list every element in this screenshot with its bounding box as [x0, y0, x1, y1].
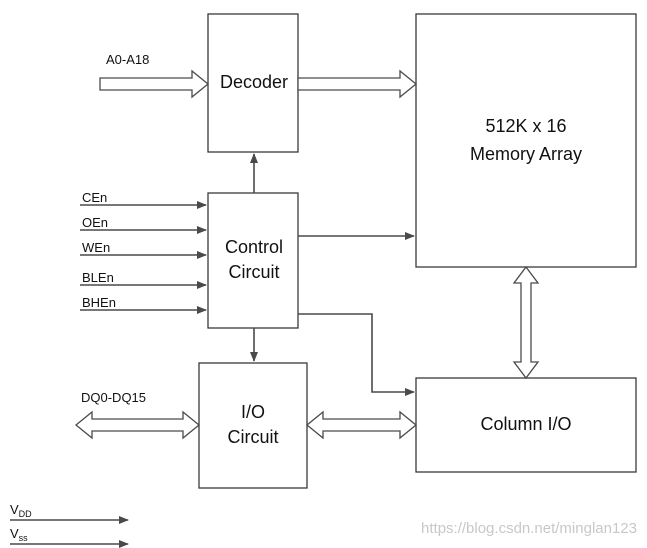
oen-label: OEn	[82, 215, 108, 230]
array-column-io-bidirectional-bus	[512, 265, 540, 380]
io-circuit-label-line2: Circuit	[227, 427, 278, 447]
memory-array-label-line2: Memory Array	[470, 144, 582, 164]
control-circuit-block	[207, 192, 299, 329]
memory-array-label-line1: 512K x 16	[485, 116, 566, 136]
decoder-block	[207, 13, 299, 153]
watermark: https://blog.csdn.net/minglan123	[421, 520, 637, 537]
data-bus-bidirectional-arrow	[74, 410, 201, 440]
column-io-label: Column I/O	[480, 414, 571, 434]
vss-label: Vss	[10, 526, 28, 543]
decoder-label: Decoder	[220, 72, 288, 92]
decoder-to-array-bus	[297, 69, 418, 99]
blen-label: BLEn	[82, 270, 114, 285]
memory-array-block	[415, 13, 637, 268]
data-bus-label: DQ0-DQ15	[81, 390, 146, 405]
bhen-label: BHEn	[82, 295, 116, 310]
cen-label: CEn	[82, 190, 107, 205]
address-bus-label: A0-A18	[106, 52, 149, 67]
vss-sub: ss	[19, 533, 29, 543]
control-to-column-io-line	[298, 313, 415, 396]
vdd-main: V	[10, 502, 19, 517]
io-circuit-label-line1: I/O	[241, 402, 265, 422]
control-circuit-label-line1: Control	[225, 237, 283, 257]
io-circuit-block	[198, 362, 308, 489]
vss-main: V	[10, 526, 19, 541]
address-bus-arrow	[99, 69, 210, 99]
control-circuit-label-line2: Circuit	[228, 262, 279, 282]
column-io-block	[415, 377, 637, 473]
wen-label: WEn	[82, 240, 110, 255]
vdd-sub: DD	[19, 509, 32, 519]
vdd-label: VDD	[10, 502, 32, 519]
io-column-io-bidirectional-bus	[305, 410, 418, 440]
